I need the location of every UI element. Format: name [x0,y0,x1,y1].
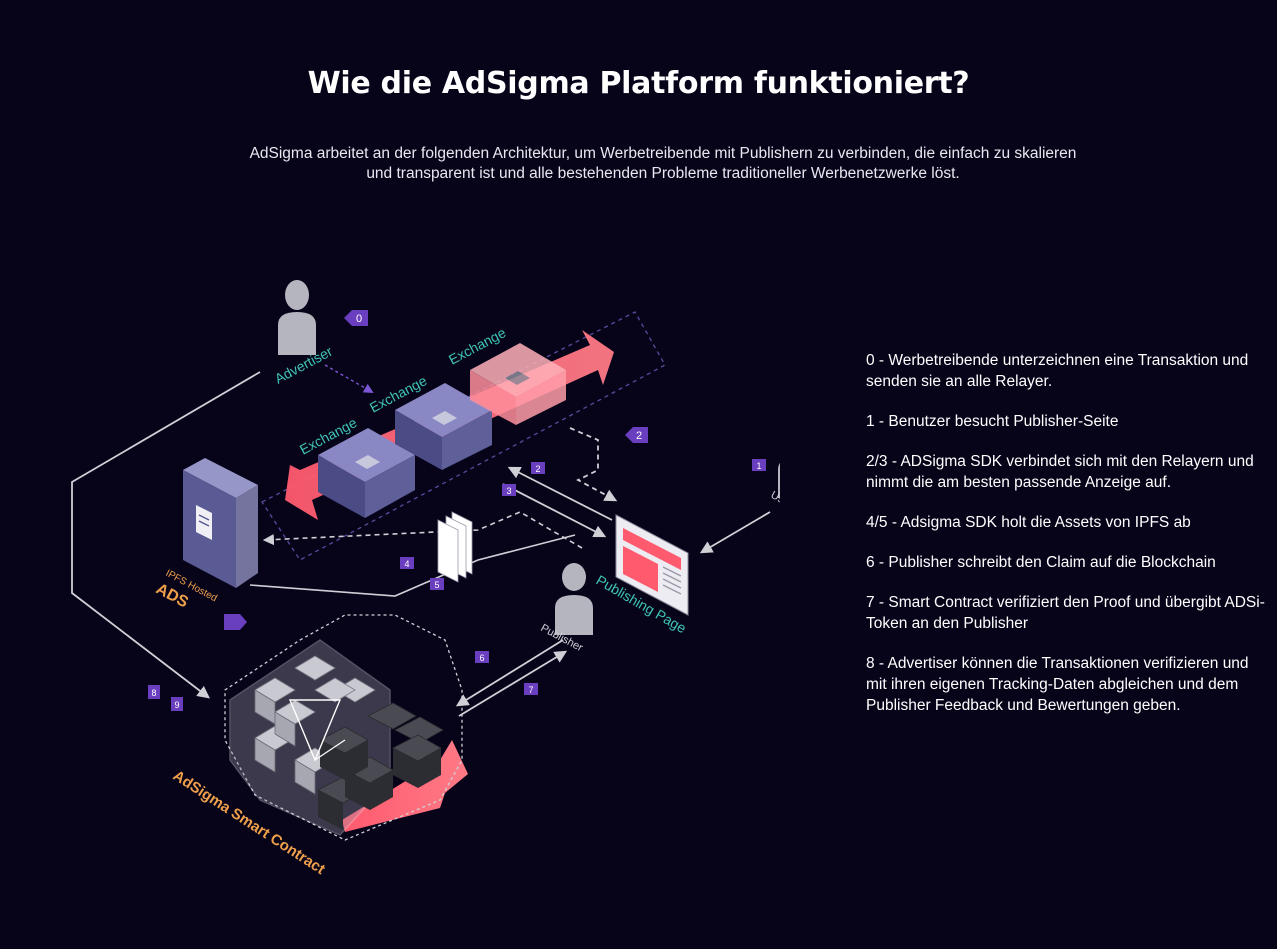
step-badge-2: 2 [625,427,648,443]
exchange-to-page-dashed [569,427,618,502]
steps-list: 0 - Werbetreibende unterzeichnen eine Tr… [866,350,1266,735]
svg-text:9: 9 [174,700,179,710]
svg-text:0: 0 [356,313,362,325]
arrow-step-3 [502,483,607,538]
step-badge-5: 5 [430,578,444,590]
arrow-step-7 [458,650,568,717]
svg-text:6: 6 [479,653,484,663]
svg-text:1: 1 [756,461,761,471]
step-item-4-5: 4/5 - Adsigma SDK holt die Assets von IP… [866,514,1191,531]
step-item-1: 1 - Benutzer besucht Publisher-Seite [866,413,1119,430]
advertiser-to-exchange-arrow [324,364,374,393]
contract-boundary [224,614,463,841]
page-title: Wie die AdSigma Platform funktioniert? [307,66,970,101]
exchange-cube-2 [395,383,492,470]
exchange-cube-3 [470,343,566,425]
architecture-diagram: Exchange Exchange Exchange Advertiser 0 … [71,280,780,878]
step-badge-0: 0 [344,310,368,326]
user-to-page-arrow [699,511,771,554]
page-to-ipfs-dashed [262,511,583,549]
ipfs-server-icon [183,458,258,588]
step-badge-2-small: 2 [531,462,545,474]
advertiser-person-icon [278,280,316,355]
smart-contract-blocks [229,639,444,836]
publishing-page-icon [615,514,689,616]
step-item-8: 8 - Advertiser können die Transaktionen … [866,655,1249,714]
svg-text:5: 5 [434,580,439,590]
step-badge-3: 3 [502,484,516,496]
arrow-step-2 [507,466,613,521]
arrow-step-6 [455,639,564,707]
step-item-2-3: 2/3 - ADSigma SDK verbindet sich mit den… [866,453,1254,491]
exchange-cube-1 [318,428,415,518]
asset-documents-icon [437,511,473,583]
step-item-0: 0 - Werbetreibende unterzeichnen eine Tr… [866,352,1249,390]
step-badge-6: 6 [475,651,489,663]
step-item-6: 6 - Publisher schreibt den Claim auf die… [866,554,1216,571]
advertiser-to-contract-line [71,371,261,699]
step-badge-1: 1 [752,459,766,471]
intro-paragraph: AdSigma arbeitet an der folgenden Archit… [249,145,1077,182]
ads-marker [224,614,247,630]
user-label: User [769,489,780,511]
svg-text:3: 3 [506,486,511,496]
step-badge-7: 7 [524,683,538,695]
step-item-7: 7 - Smart Contract verifiziert den Proof… [866,594,1265,632]
svg-text:4: 4 [404,559,409,569]
svg-text:7: 7 [528,685,533,695]
svg-text:2: 2 [636,430,642,442]
step-badge-8: 8 [148,685,160,699]
step-badge-4: 4 [400,557,414,569]
svg-text:2: 2 [535,464,540,474]
user-person-icon [778,463,780,498]
step-badge-9: 9 [171,697,183,711]
publisher-person-icon [555,563,593,635]
svg-text:8: 8 [151,688,156,698]
